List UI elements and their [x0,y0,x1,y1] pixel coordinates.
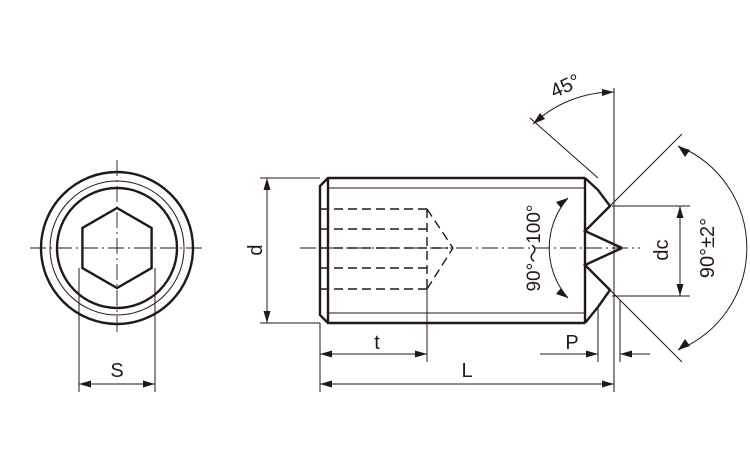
d-label: d [245,244,267,255]
hex-socket [81,206,153,290]
dc-dimension: dc [612,205,690,297]
angle-45-label: 45° [547,70,584,103]
p-dimension: P [540,300,650,362]
t-label: t [374,332,380,354]
side-view [300,176,640,325]
angle-45-dimension: 45° [529,70,615,179]
d-dimension: d [245,177,320,324]
l-dimension: L [320,88,615,392]
p-label: P [565,332,578,354]
cone-point-upper [582,177,623,250]
angle-cone-dimension: 90°～100° [524,197,569,299]
s-arrow-right [143,380,155,388]
angle-point-dimension: 90°±2° [609,133,748,363]
cone-point-lower [582,246,623,324]
angle-cone-label: 90°～100° [524,204,545,291]
screw-outline [318,176,585,325]
dc-label: dc [651,239,673,260]
t-dimension: t [319,289,428,392]
hidden-socket [320,208,454,290]
angle-point-label: 90°±2° [697,218,719,278]
l-label: L [461,360,472,382]
s-label: S [110,360,123,382]
s-arrow-left [79,380,91,388]
end-view: S [30,160,205,392]
